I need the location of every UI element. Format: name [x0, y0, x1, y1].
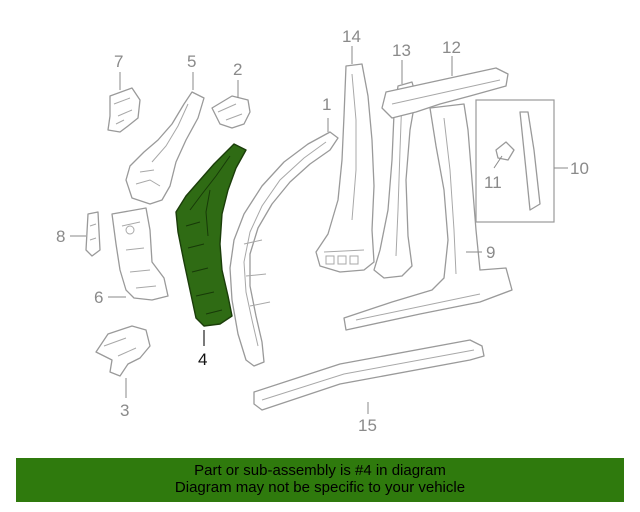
- callout-15: 15: [358, 402, 377, 435]
- svg-text:3: 3: [120, 401, 129, 420]
- svg-text:15: 15: [358, 416, 377, 435]
- callout-6: 6: [94, 288, 126, 307]
- part-12[interactable]: [381, 67, 509, 119]
- svg-text:10: 10: [570, 159, 589, 178]
- part-8[interactable]: [85, 211, 101, 257]
- callout-2: 2: [233, 60, 242, 98]
- svg-text:7: 7: [114, 52, 123, 71]
- part-4-highlighted[interactable]: [175, 143, 247, 327]
- part-14[interactable]: [315, 63, 375, 273]
- callout-12: 12: [442, 38, 461, 76]
- part-9[interactable]: [343, 103, 513, 331]
- parts-diagram: 1 2 3 4 5 6 7 8 9 10 11 12: [56, 27, 589, 435]
- part-10-box[interactable]: [475, 99, 555, 223]
- callout-11: 11: [484, 155, 503, 192]
- part-6[interactable]: [111, 207, 169, 301]
- part-info-banner: Part or sub-assembly is #4 in diagram Di…: [16, 458, 624, 502]
- callout-7: 7: [114, 52, 123, 90]
- callout-4: 4: [198, 330, 207, 369]
- callout-14: 14: [342, 27, 361, 64]
- svg-text:12: 12: [442, 38, 461, 57]
- banner-line-disclaimer: Diagram may not be specific to your vehi…: [174, 479, 466, 496]
- callout-10: 10: [554, 159, 589, 178]
- callout-9: 9: [466, 243, 495, 262]
- part-15[interactable]: [253, 339, 485, 411]
- svg-text:1: 1: [322, 95, 331, 114]
- part-7[interactable]: [107, 87, 141, 133]
- callout-8: 8: [56, 227, 86, 246]
- part-5[interactable]: [125, 91, 205, 205]
- callout-3: 3: [120, 378, 129, 420]
- svg-text:8: 8: [56, 227, 65, 246]
- part-13[interactable]: [373, 81, 417, 279]
- svg-text:2: 2: [233, 60, 242, 79]
- part-1[interactable]: [229, 131, 339, 367]
- part-3[interactable]: [95, 325, 151, 377]
- callout-13: 13: [392, 41, 411, 84]
- callout-1: 1: [322, 95, 331, 132]
- svg-text:11: 11: [484, 173, 502, 192]
- part-2[interactable]: [211, 95, 251, 129]
- part-11[interactable]: [495, 141, 515, 161]
- svg-text:4: 4: [198, 350, 207, 369]
- svg-text:14: 14: [342, 27, 361, 46]
- svg-text:5: 5: [187, 52, 196, 71]
- banner-line-part: Part or sub-assembly is #4 in diagram: [194, 462, 446, 479]
- svg-text:6: 6: [94, 288, 103, 307]
- svg-text:9: 9: [486, 243, 495, 262]
- svg-text:13: 13: [392, 41, 411, 60]
- callout-5: 5: [187, 52, 196, 90]
